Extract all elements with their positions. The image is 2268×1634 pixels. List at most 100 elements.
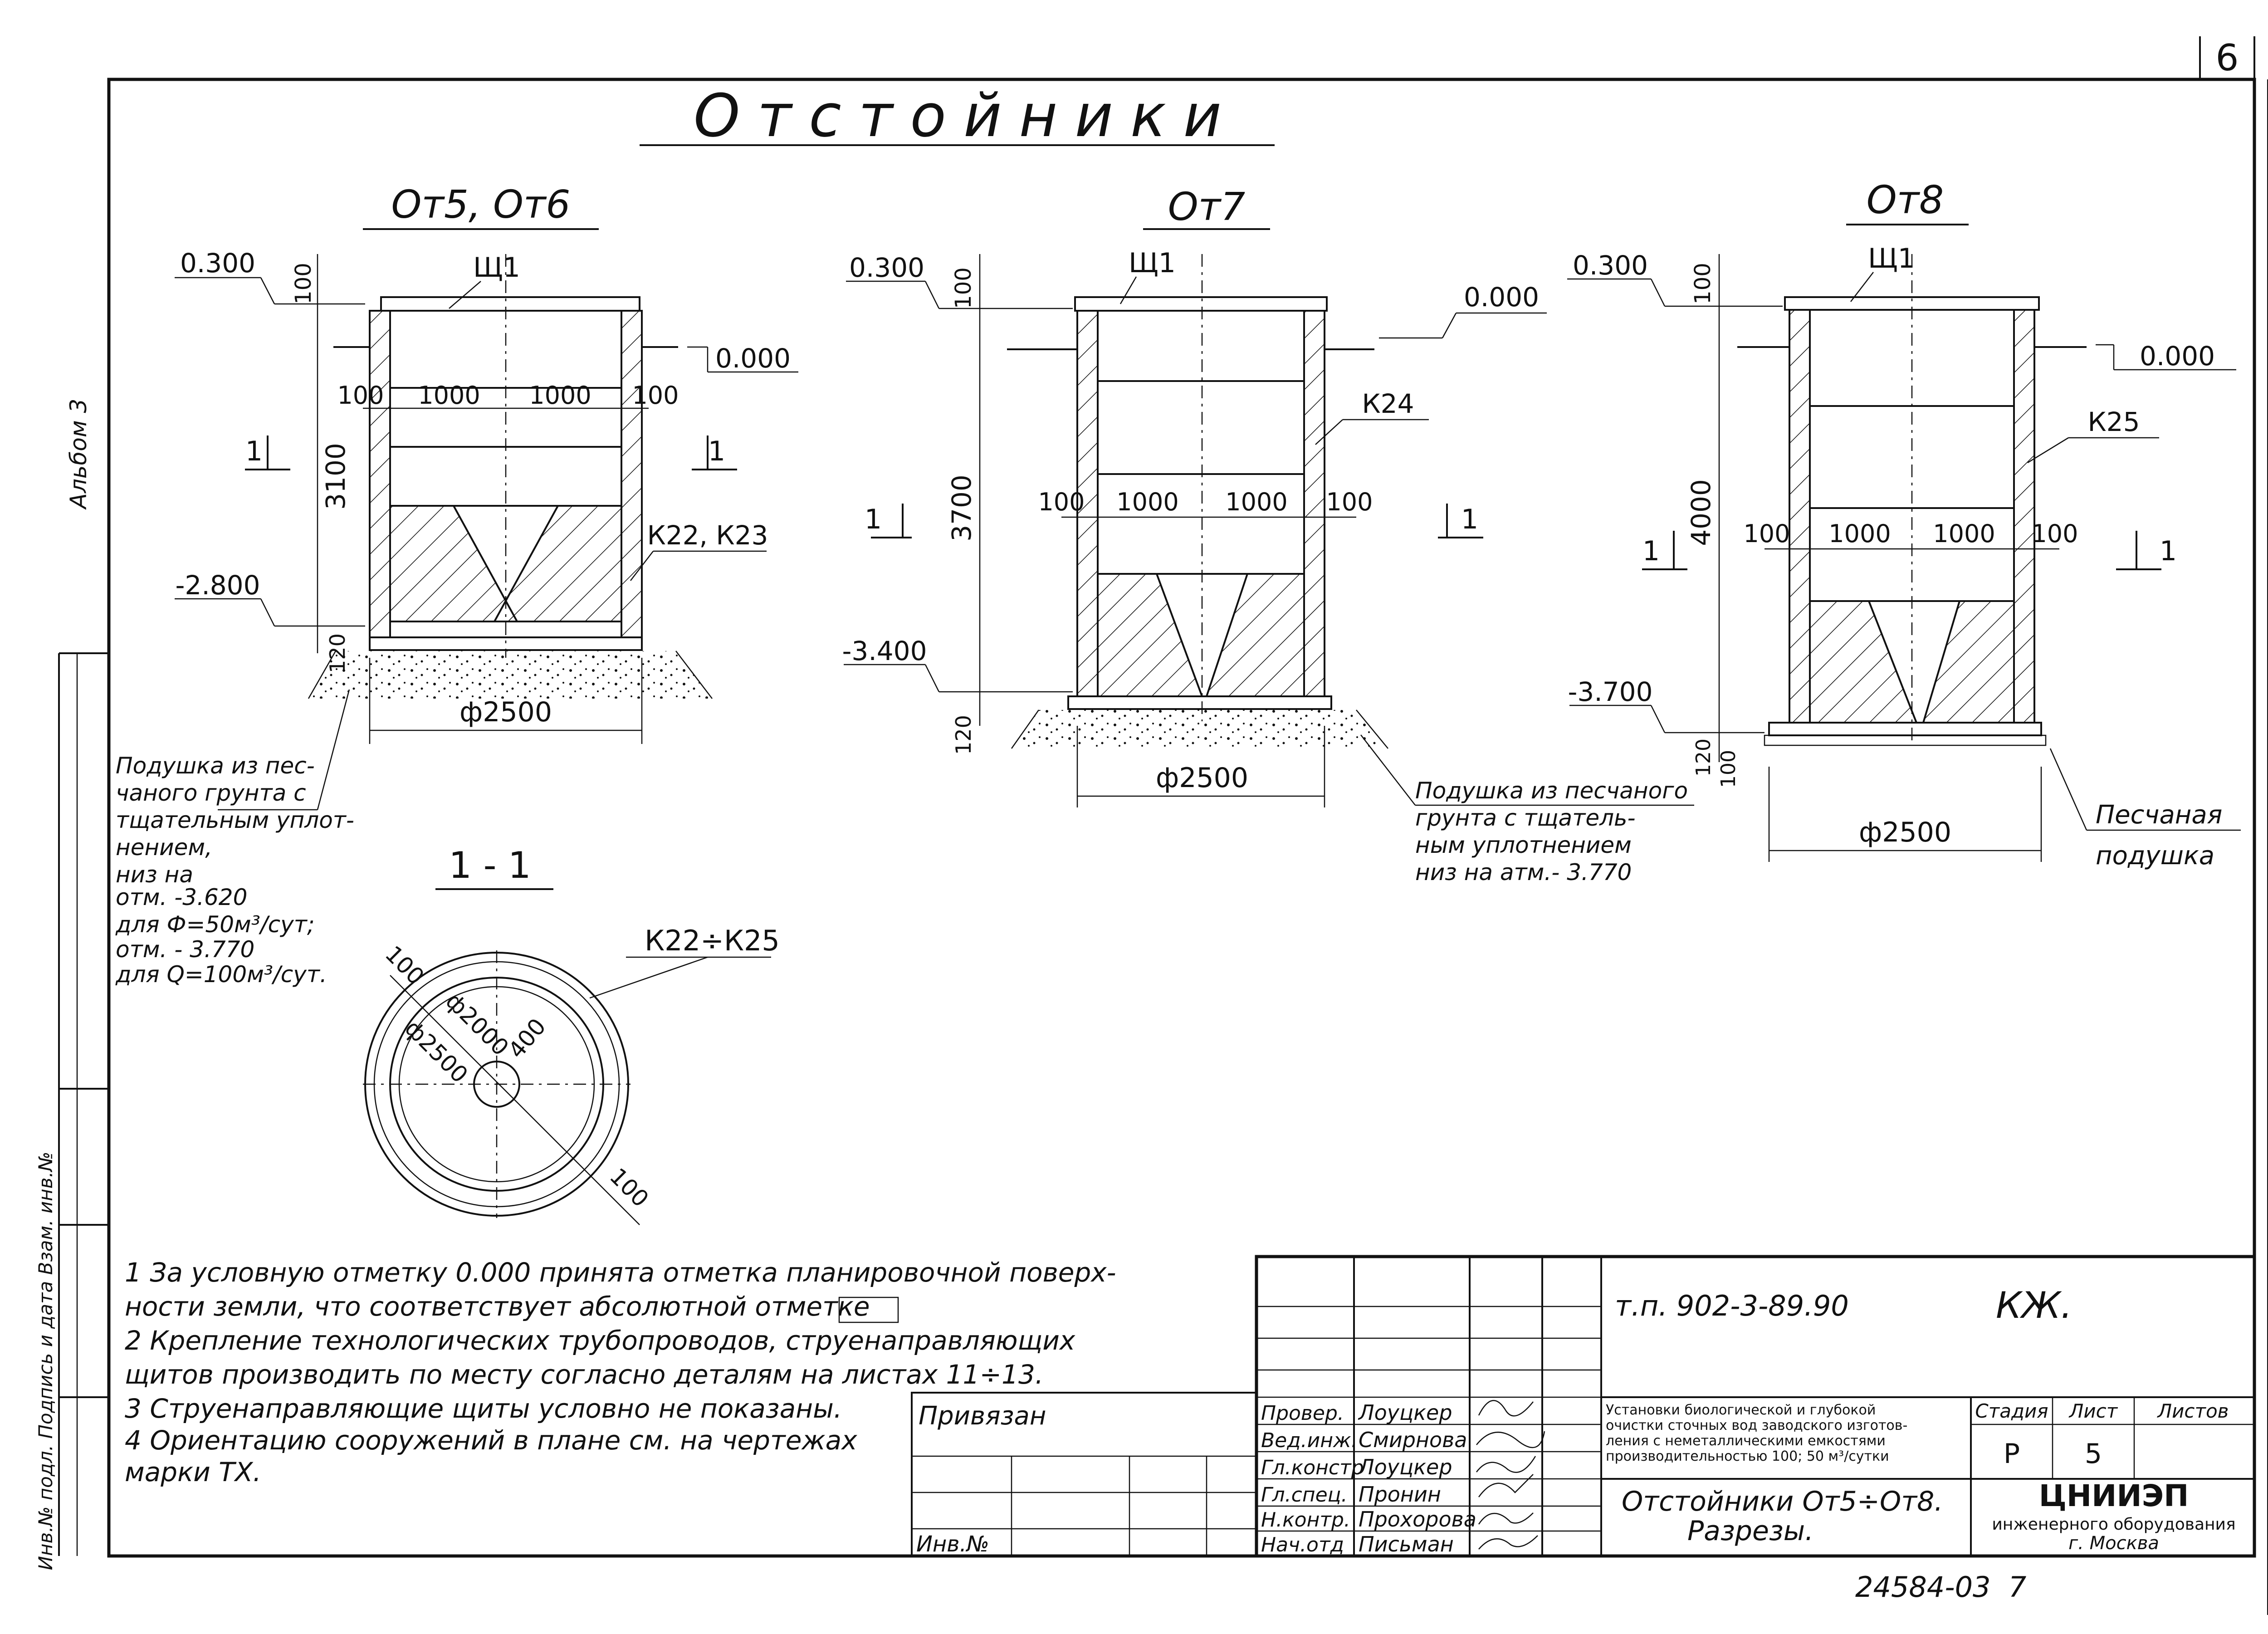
cut-right-ot56: 1 (708, 435, 725, 467)
note-ot56-5: отм. -3.620 (116, 884, 247, 910)
note-ot8-0: Песчаная (2096, 800, 2222, 830)
wall-left-ot8: 100 (1743, 519, 1790, 548)
plan-dim-100-b: 100 (605, 1163, 654, 1212)
half-right-ot56: 1000 (529, 381, 591, 410)
sheet-title-0: Отстойники От5÷От8. (1622, 1486, 1943, 1517)
half-left-ot56: 1000 (418, 381, 480, 410)
rings-ot56: К22, К23 (647, 520, 768, 551)
description-0: Установки биологической и глубокой (1606, 1402, 1876, 1418)
top-offset-ot56: 100 (291, 263, 316, 304)
note-ot56-3: нением, (116, 834, 212, 861)
half-left-ot7: 1000 (1116, 488, 1178, 516)
bottom-mark-ot56: -2.800 (176, 570, 260, 601)
diameter-ot7: ф2500 (1156, 762, 1248, 794)
plan-view: 1 - 1 К22÷К25 ф2000 ф2500 400 100 100 (363, 844, 780, 1225)
base-dim-ot56: 120 (325, 633, 350, 673)
side-label: Инв.№ подл. Подпись и дата Взам. инв.№ (34, 1152, 57, 1570)
description-3: производительностью 100; 50 м³/сутки (1606, 1448, 1889, 1464)
note-ot56-2: тщательным уплот- (116, 807, 354, 833)
half-left-ot8: 1000 (1828, 519, 1891, 548)
top-offset-ot8: 100 (1690, 263, 1716, 304)
height-ot8: 4000 (1686, 479, 1716, 546)
role-5: Нач.отд (1261, 1533, 1344, 1556)
org-name: ЦНИИЭП (2039, 1478, 2189, 1513)
note-ot7-2: ным уплотнением (1415, 832, 1632, 858)
plan-heading: 1 - 1 (449, 844, 531, 886)
shield-ot8: Щ1 (1868, 243, 1915, 274)
general-notes: 1 За условную отметку 0.000 принята отме… (125, 1257, 1116, 1487)
diameter-ot56: ф2500 (459, 696, 552, 728)
note-line-2: 2 Крепление технологических трубопроводо… (125, 1325, 1075, 1356)
name-2: Лоуцкер (1358, 1455, 1452, 1479)
heading-ot7: От7 (1168, 185, 1246, 230)
note-line-6: марки ТХ. (125, 1457, 261, 1487)
sheet-number: 6 (2216, 37, 2239, 79)
top-mark-ot56: 0.300 (180, 248, 255, 279)
cut-left-ot56: 1 (245, 435, 263, 467)
role-3: Гл.спец. (1261, 1483, 1348, 1507)
plan-dim-400: 400 (503, 1013, 551, 1063)
note-line-4: 3 Струенаправляющие щиты условно не пока… (125, 1393, 842, 1424)
cut-right-ot7: 1 (1461, 504, 1478, 535)
base-dim2-ot8: 100 (1717, 750, 1740, 788)
zero-mark-ot8: 0.000 (2140, 341, 2215, 372)
note-ot8-1: подушка (2096, 841, 2214, 871)
height-ot7: 3700 (946, 475, 977, 542)
note-line-5: 4 Ориентацию сооружений в плане см. на ч… (125, 1425, 857, 1456)
sheet-label: Лист (2068, 1400, 2118, 1422)
top-mark-ot7: 0.300 (849, 252, 924, 283)
name-5: Письман (1359, 1532, 1454, 1556)
height-ot56: 3100 (320, 443, 351, 510)
bottom-mark-ot8: -3.700 (1568, 676, 1653, 707)
zero-mark-ot7: 0.000 (1464, 282, 1539, 313)
note-line-3: щитов производить по месту согласно дета… (125, 1359, 1043, 1390)
note-ot7-3: низ на атм.- 3.770 (1415, 859, 1632, 885)
org-city: г. Москва (2068, 1533, 2159, 1554)
inv-no-label: Инв.№ (916, 1531, 989, 1557)
name-3: Пронин (1359, 1482, 1441, 1507)
half-right-ot7: 1000 (1225, 488, 1287, 516)
absolute-mark-box (838, 1296, 899, 1323)
shield-ot56: Щ1 (473, 252, 520, 284)
stage-label: Стадия (1975, 1400, 2048, 1422)
sheet-value: 5 (2085, 1438, 2102, 1470)
note-ot56-8: для Q=100м³/сут. (115, 961, 327, 988)
wall-right-ot56: 100 (632, 381, 679, 410)
bottom-mark-ot7: -3.400 (842, 636, 927, 666)
base-dim-ot8: 120 (1692, 739, 1715, 777)
album-label: Альбом 3 (65, 399, 92, 510)
plan-dim-100-a: 100 (380, 941, 429, 990)
note-line-0: 1 За условную отметку 0.000 принята отме… (125, 1257, 1116, 1288)
cut-left-ot7: 1 (865, 504, 882, 535)
role-2: Гл.констр (1261, 1456, 1364, 1479)
description-1: очистки сточных вод заводского изготов- (1606, 1418, 1907, 1433)
diameter-ot8: ф2500 (1859, 817, 1951, 848)
description-2: ления с неметаллическими емкостями (1606, 1433, 1886, 1449)
section-ot56: От5, От6 Щ1 0.300 100 (115, 182, 798, 988)
wall-left-ot7: 100 (1038, 488, 1085, 516)
note-line-1: ности земли, что соответствует абсолютно… (125, 1291, 870, 1322)
base-dim-ot7: 120 (951, 715, 976, 755)
role-0: Провер. (1261, 1402, 1344, 1425)
half-right-ot8: 1000 (1933, 519, 1995, 548)
name-1: Смирнова (1359, 1428, 1467, 1452)
note-ot56-1: чаного грунта с (116, 780, 306, 806)
footer-code: 24584-03 7 (1855, 1570, 2026, 1604)
section-ot7: От7 Щ1 0.300 100 0.000 3700 (842, 185, 1694, 885)
name-4: Прохорова (1359, 1507, 1476, 1531)
note-ot7-0: Подушка из песчаного (1415, 778, 1688, 804)
top-mark-ot8: 0.300 (1573, 250, 1648, 281)
note-ot56-7: отм. - 3.770 (116, 936, 254, 963)
heading-ot56: От5, От6 (391, 182, 570, 227)
note-ot56-6: для Ф=50м³/сут; (115, 911, 315, 938)
wall-left-ot56: 100 (337, 381, 384, 410)
rings-ot8: К25 (2088, 406, 2140, 437)
role-1: Вед.инж. (1261, 1429, 1358, 1452)
cut-left-ot8: 1 (1642, 535, 1660, 567)
sheet-title-1: Разрезы. (1687, 1515, 1813, 1547)
drawing-mark: КЖ. (1996, 1284, 2072, 1326)
note-ot56-0: Подушка из пес- (116, 753, 315, 779)
name-0: Лоуцкер (1358, 1400, 1452, 1425)
top-offset-ot7: 100 (951, 267, 976, 309)
